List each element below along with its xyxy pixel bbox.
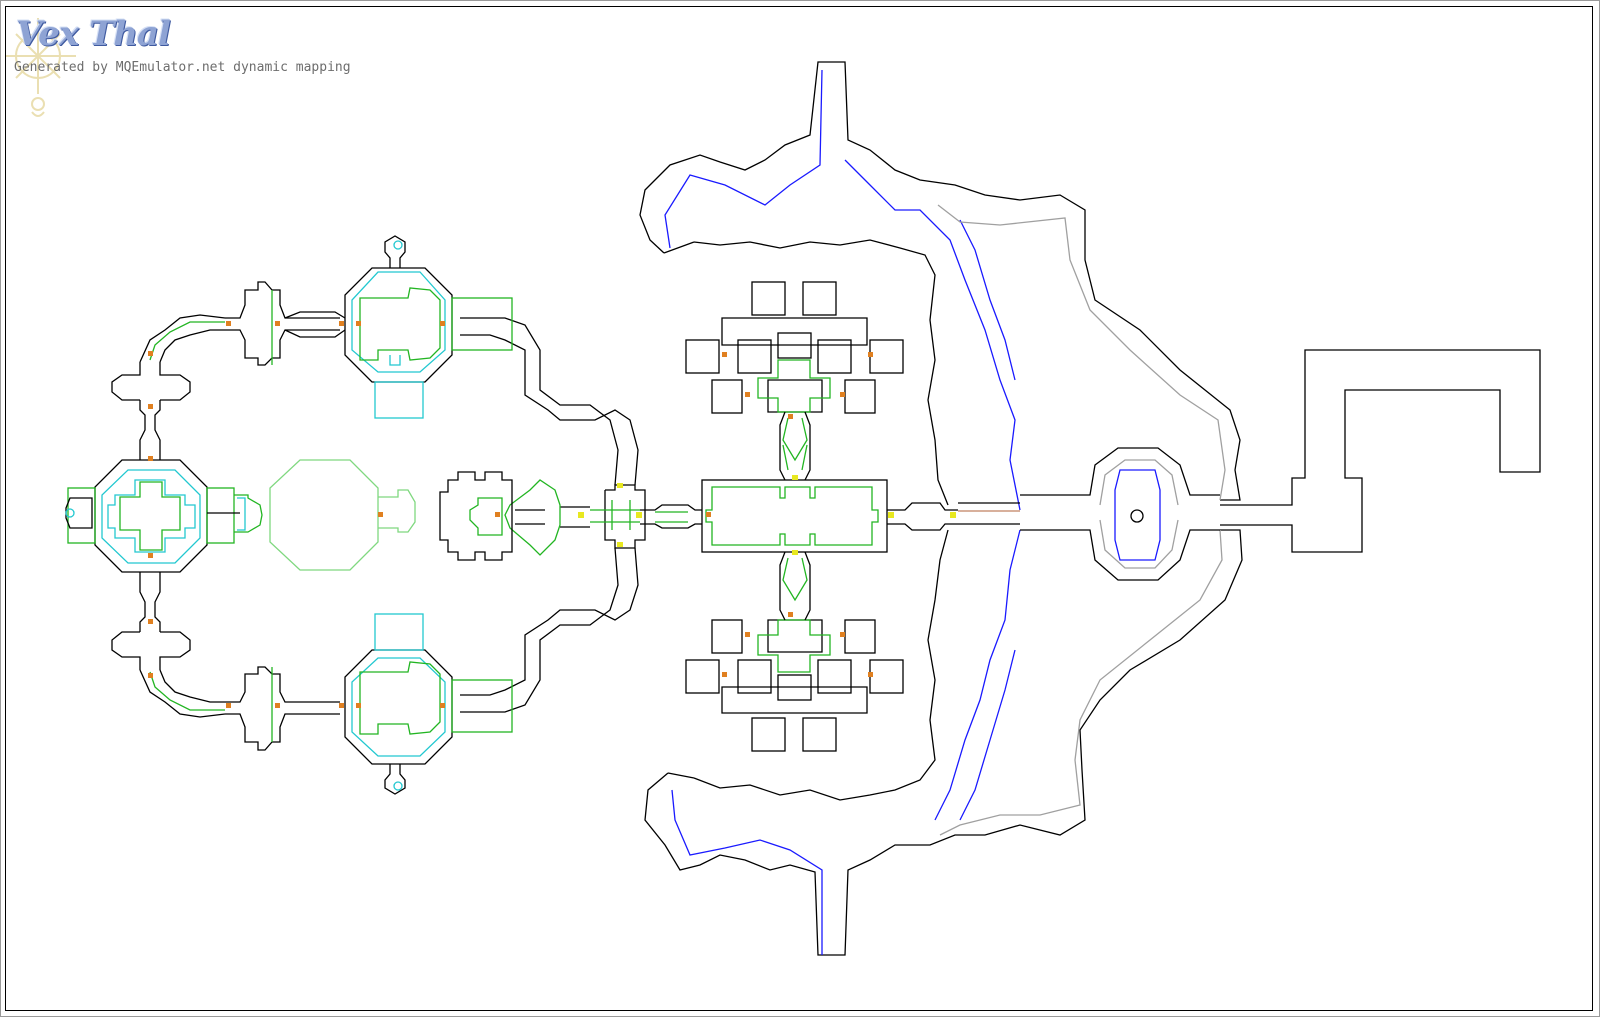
cave-gray-ramp (937, 204, 1226, 836)
yellow-door-markers (578, 475, 956, 555)
south-octagon-room (344, 613, 513, 795)
east-annex (1220, 349, 1541, 553)
north-room-cluster (685, 281, 904, 481)
cave-outer-wall (639, 61, 1243, 956)
west-chain-south (111, 572, 340, 751)
central-hall (640, 479, 958, 553)
door-markers (148, 321, 873, 708)
mid-cross-room (439, 471, 513, 561)
cave-water-line (664, 69, 1021, 955)
west-chain-north (111, 281, 346, 460)
map-frame-inner (5, 6, 1593, 1011)
map-subtitle: Generated by MQEmulator.net dynamic mapp… (14, 60, 351, 75)
west-octagon-room (65, 459, 263, 573)
light-green-octagon (269, 459, 416, 571)
south-room-cluster (685, 551, 904, 752)
sun-emblem-icon (6, 18, 76, 117)
right-chamber (958, 447, 1220, 581)
west-junction (460, 317, 646, 713)
map-title: Vex Thal (16, 14, 171, 54)
north-octagon-room (344, 235, 513, 419)
